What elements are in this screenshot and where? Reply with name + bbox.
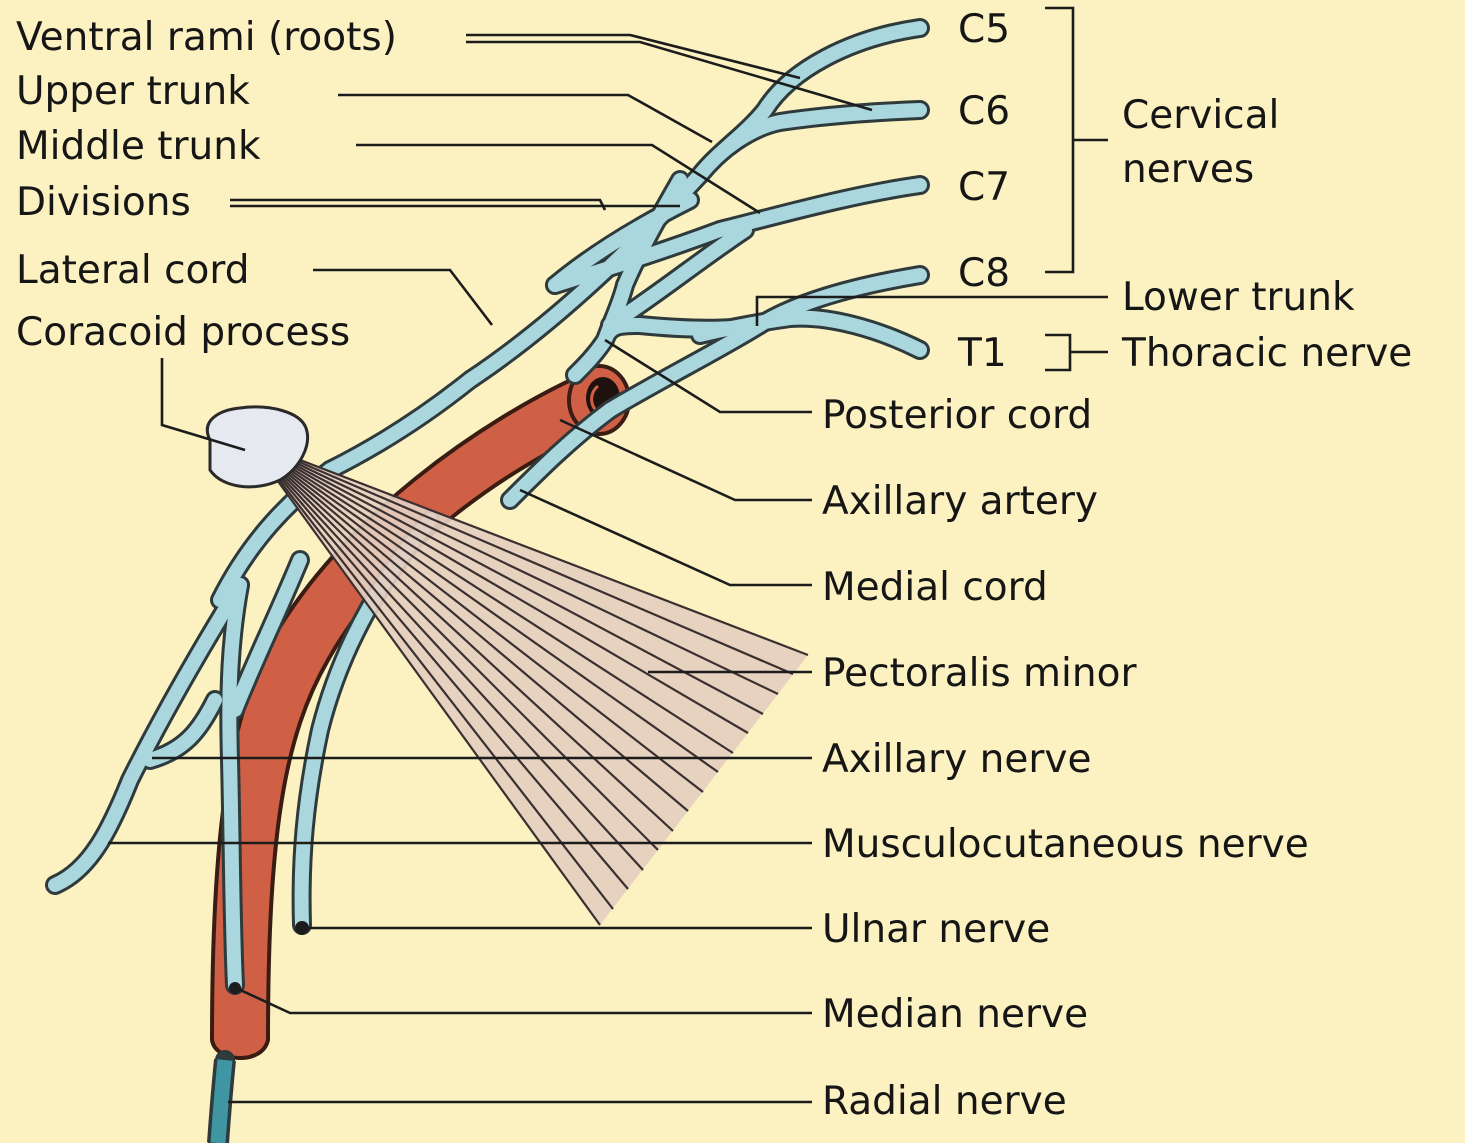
label-c6: C6 bbox=[958, 89, 1010, 134]
label-radial-nerve: Radial nerve bbox=[822, 1079, 1067, 1124]
label-t1: T1 bbox=[957, 331, 1007, 376]
label-median-nerve: Median nerve bbox=[822, 992, 1088, 1037]
label-axillary-artery: Axillary artery bbox=[822, 479, 1098, 524]
label-pectoralis-minor: Pectoralis minor bbox=[822, 651, 1137, 696]
label-medial-cord: Medial cord bbox=[822, 565, 1048, 610]
label-upper-trunk: Upper trunk bbox=[16, 69, 250, 114]
label-posterior-cord: Posterior cord bbox=[822, 393, 1092, 438]
label-nerves: nerves bbox=[1122, 147, 1254, 192]
label-lateral-cord: Lateral cord bbox=[16, 248, 250, 293]
label-thoracic-nerve: Thoracic nerve bbox=[1121, 331, 1412, 376]
label-lower-trunk: Lower trunk bbox=[1122, 275, 1355, 320]
label-c8: C8 bbox=[958, 251, 1010, 296]
label-ulnar-nerve: Ulnar nerve bbox=[822, 907, 1050, 952]
label-cervical: Cervical bbox=[1122, 93, 1279, 138]
label-ventral-rami: Ventral rami (roots) bbox=[16, 15, 397, 60]
label-axillary-nerve: Axillary nerve bbox=[822, 737, 1092, 782]
label-middle-trunk: Middle trunk bbox=[16, 124, 261, 169]
label-c7: C7 bbox=[958, 165, 1010, 210]
label-coracoid-process: Coracoid process bbox=[16, 310, 350, 355]
label-c5: C5 bbox=[958, 7, 1010, 52]
label-divisions: Divisions bbox=[16, 180, 191, 225]
label-musculocutaneous-nerve: Musculocutaneous nerve bbox=[822, 822, 1309, 867]
